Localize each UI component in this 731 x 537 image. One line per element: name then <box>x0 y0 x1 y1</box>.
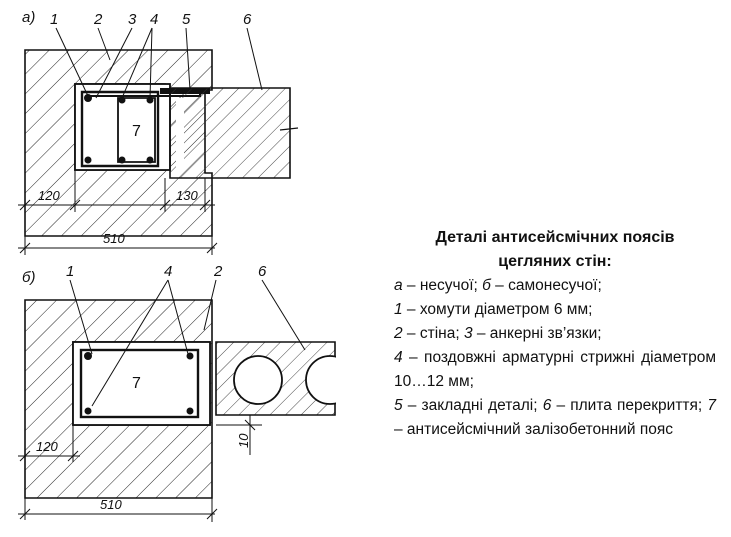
legend-text-3: – анкерні зв’язки; <box>472 325 602 342</box>
callout-a-2: 2 <box>93 11 103 28</box>
panel-a-stirrup <box>80 90 160 168</box>
callout-b-4: 4 <box>164 263 172 280</box>
dim-b-120: 120 <box>36 439 58 454</box>
dim-b-10: 10 <box>236 433 251 448</box>
figure-caption: Деталі антисейсмічних поясів цегляних ст… <box>394 226 716 442</box>
legend-key-4: 4 <box>394 349 403 366</box>
callout-b-6: 6 <box>258 263 267 280</box>
legend-key-5: 5 <box>394 397 403 414</box>
caption-title: Деталі антисейсмічних поясів цегляних ст… <box>394 226 716 274</box>
panel-b-leaders <box>69 279 306 407</box>
legend-key-2: 2 <box>394 325 403 342</box>
panel-a-leaders <box>55 27 263 99</box>
panel-b-belt-number: 7 <box>132 375 141 392</box>
panel-b-dimensions <box>18 415 262 522</box>
callout-a-1: 1 <box>50 11 58 28</box>
callout-a-5: 5 <box>182 11 191 28</box>
legend-text-b: – самонесучої; <box>490 277 602 294</box>
legend-text-2: – стіна; <box>402 325 464 342</box>
panel-b-callouts: 1 4 2 6 <box>66 263 267 280</box>
legend-key-b: б <box>482 277 491 294</box>
legend-text-1: – хомути діаметром 6 мм; <box>402 301 593 318</box>
callout-a-4: 4 <box>150 11 158 28</box>
panel-a-inner-stirrup <box>117 97 156 163</box>
callout-a-3: 3 <box>128 11 137 28</box>
dim-b-510: 510 <box>100 497 122 512</box>
legend-text-5: – закладні деталі; <box>402 397 543 414</box>
legend-key-6: 6 <box>542 397 552 414</box>
panel-a: а) 7 <box>18 9 299 255</box>
caption-title-line-2: цегляних стін: <box>498 253 612 270</box>
legend-key-1: 1 <box>394 301 403 318</box>
panel-b-stirrup <box>79 348 200 419</box>
legend-key-3: 3 <box>463 325 473 342</box>
panel-b-tag: б) <box>22 269 35 286</box>
panel-a-belt-number: 7 <box>132 123 141 140</box>
panel-a-floor-slab <box>169 87 291 179</box>
panel-b-rebars <box>84 352 194 415</box>
callout-b-1: 1 <box>66 263 74 280</box>
panel-b-hollow-slab <box>215 340 356 420</box>
legend-text-7: – антисейсмічний залізобетонний пояс <box>394 421 674 438</box>
dim-a-120: 120 <box>38 188 60 203</box>
legend-text-6: – плита перекриття; <box>551 397 708 414</box>
caption-title-line-1: Деталі антисейсмічних поясів <box>435 229 675 246</box>
panel-a-callouts: 1 2 3 4 5 6 <box>50 11 252 28</box>
legend-key-a: а <box>394 277 403 294</box>
seismic-belt-drawing: а) 7 <box>18 9 356 522</box>
panel-a-dimensions <box>18 170 218 255</box>
dim-a-510: 510 <box>103 231 125 246</box>
legend-text-4: – поздовжні арматурні стрижні діаметром … <box>394 349 716 390</box>
panel-a-tag: а) <box>22 9 35 26</box>
callout-a-6: 6 <box>243 11 252 28</box>
dim-a-130: 130 <box>176 188 198 203</box>
caption-legend: а – несучої; б – самонесучої; 1 – хомути… <box>394 274 716 442</box>
legend-key-7: 7 <box>707 397 716 414</box>
legend-text-a: – несучої; <box>402 277 483 294</box>
panel-a-rebars <box>84 94 154 164</box>
panel-b: б) 7 1 4 2 6 <box>18 263 356 522</box>
callout-b-2: 2 <box>213 263 223 280</box>
